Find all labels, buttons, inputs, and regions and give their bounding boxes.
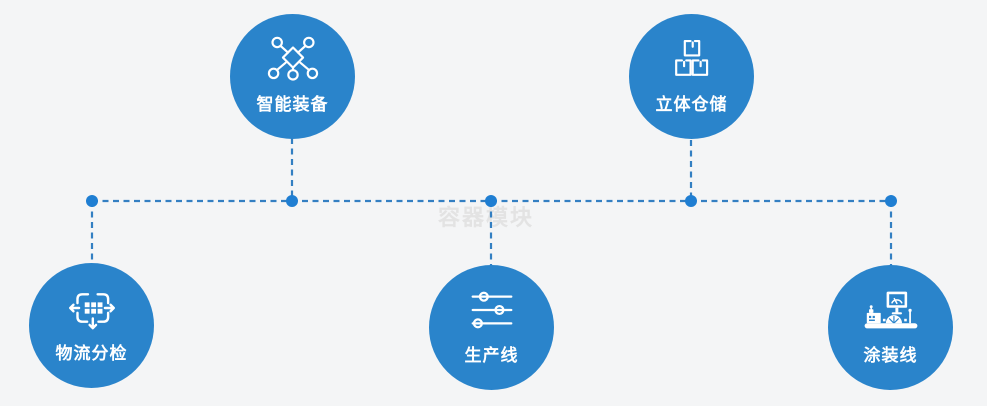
network-nodes-icon	[267, 35, 319, 83]
sorting-arrows-icon	[66, 284, 118, 332]
node-label: 智能装备	[256, 95, 329, 114]
node-stereoscopic-warehouse: 立体仓储	[629, 14, 754, 139]
connector-node	[286, 195, 298, 207]
connector-node	[485, 195, 497, 207]
node-logistics-sorting: 物流分检	[29, 263, 154, 388]
node-label: 物流分检	[55, 344, 128, 363]
node-intelligent-equipment: 智能装备	[230, 14, 355, 139]
node-label: 生产线	[464, 346, 519, 365]
watermark-text: 容器模块	[437, 205, 535, 230]
warehouse-boxes-icon	[669, 35, 715, 83]
control-console-icon	[861, 286, 921, 334]
connector-node	[885, 195, 897, 207]
node-painting-line: 涂装线	[828, 265, 953, 390]
node-label: 涂装线	[863, 346, 918, 365]
connector-node	[685, 195, 697, 207]
sliders-icon	[468, 286, 516, 334]
node-label: 立体仓储	[655, 95, 728, 114]
node-production-line: 生产线	[429, 265, 554, 390]
connector-node	[86, 195, 98, 207]
